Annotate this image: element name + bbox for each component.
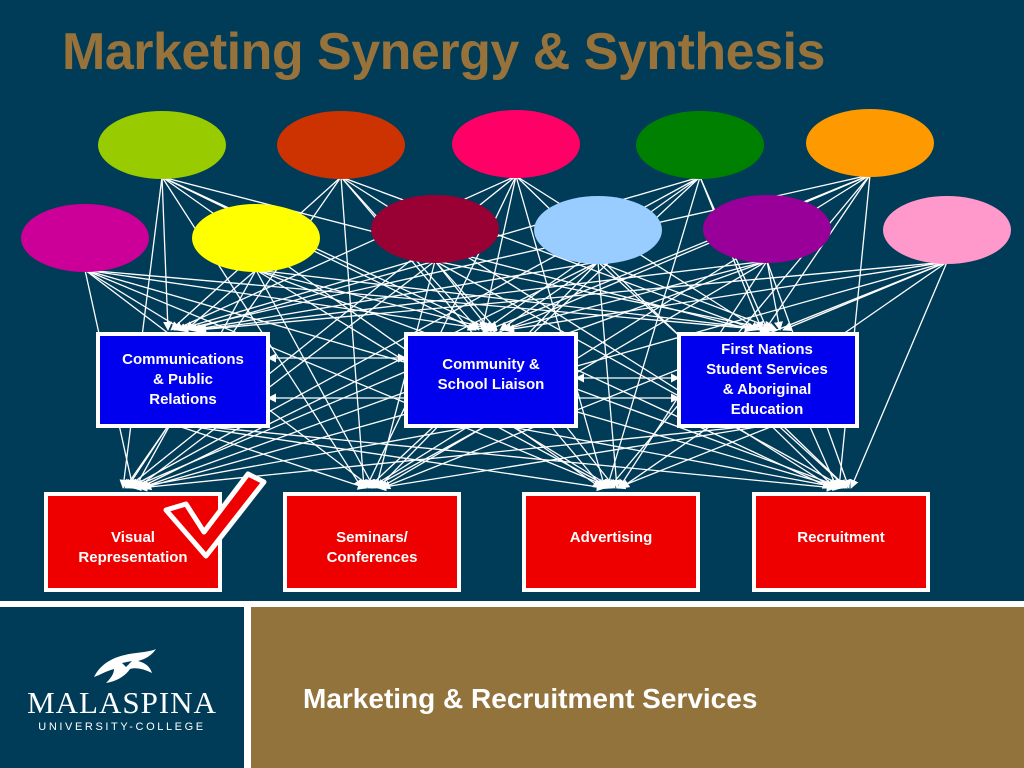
oval-3 — [452, 110, 580, 178]
footer-logo-panel: MALASPINA UNIVERSITY-COLLEGE — [0, 607, 244, 768]
oval-4 — [636, 111, 764, 179]
red-box-recruitment — [752, 492, 930, 592]
arrow-oval-9-to-red-1 — [138, 261, 599, 489]
oval-6 — [21, 204, 149, 272]
arrow-oval-10-to-blue-2 — [502, 260, 768, 333]
footer-divider — [0, 601, 1024, 607]
blue-box-community — [404, 332, 578, 428]
logo-wordmark: MALASPINA — [27, 685, 217, 720]
arrow-oval-1-to-blue-1 — [161, 176, 173, 331]
footer-band: Marketing & Recruitment Services — [251, 607, 1024, 768]
arrow-oval-5-to-red-4 — [835, 174, 871, 489]
oval-5 — [806, 109, 934, 177]
arrow-oval-10-to-blue-1 — [194, 260, 768, 334]
arrow-oval-4-to-red-3 — [604, 176, 701, 489]
red-box-seminars — [283, 492, 461, 592]
arrow-blue-3-to-red-1 — [138, 425, 754, 492]
box-seminars-conferences: Seminars/ Conferences — [326, 529, 418, 566]
arrow-oval-11-to-red-4 — [850, 261, 948, 489]
arrow-oval-8-to-blue-3 — [434, 260, 775, 333]
footer-title: Marketing & Recruitment Services — [303, 683, 758, 714]
logo-subtitle: UNIVERSITY-COLLEGE — [38, 721, 206, 733]
arrow-blue-2-to-red-4 — [505, 425, 842, 491]
arrow-blue-3-to-red-3 — [616, 425, 774, 490]
arrow-blue-1-to-red-3 — [187, 425, 606, 492]
box-communications: Communications & Public Relations — [122, 351, 244, 408]
arrow-blue-3-to-red-2 — [377, 425, 764, 492]
oval-7 — [192, 204, 320, 272]
arrow-oval-11-to-blue-1 — [197, 261, 948, 334]
oval-2 — [277, 111, 405, 179]
box-advertising: Advertising — [569, 529, 653, 546]
red-box-advertising — [522, 492, 700, 592]
arrow-oval-10-to-blue-3 — [766, 260, 783, 331]
checkmark-icon — [163, 471, 267, 559]
slide-title: Marketing Synergy & Synthesis — [62, 23, 825, 81]
arrow-oval-6-to-blue-3 — [84, 269, 769, 334]
synergy-diagram — [21, 109, 1011, 592]
arrow-blue-1-to-red-1 — [126, 425, 169, 489]
arrow-oval-9-to-blue-1 — [191, 261, 599, 334]
blue-box-communications — [96, 332, 270, 428]
arrow-blue-3-to-red-4 — [782, 425, 848, 489]
arrow-oval-8-to-blue-1 — [188, 260, 436, 333]
arrow-oval-7-to-blue-1 — [185, 269, 257, 331]
arrow-blue-1-to-red-2 — [177, 425, 367, 490]
stakeholder-ovals — [21, 109, 1011, 272]
eagle-icon — [94, 649, 156, 683]
arrow-blue-1-to-red-4 — [197, 425, 836, 492]
arrow-oval-7-to-blue-3 — [255, 269, 772, 334]
box-recruitment: Recruitment — [797, 529, 885, 546]
oval-10 — [703, 195, 831, 263]
arrow-oval-8-to-red-1 — [136, 260, 436, 489]
box-visual-representation: Visual Representation — [78, 529, 188, 566]
arrow-oval-9-to-blue-2 — [499, 261, 599, 331]
arrow-oval-6-to-blue-2 — [84, 269, 492, 334]
arrow-oval-2-to-red-2 — [340, 176, 368, 489]
box-community-school-liaison: Community & School Liaison — [437, 356, 545, 393]
unit-boxes — [44, 332, 930, 592]
oval-8 — [371, 195, 499, 263]
oval-9 — [534, 196, 662, 264]
arrow-blue-2-to-red-2 — [371, 425, 487, 489]
arrow-oval-6-to-red-3 — [84, 269, 612, 490]
arrow-oval-11-to-blue-2 — [505, 261, 948, 334]
box-first-nations: First Nations Student Services & Aborigi… — [706, 341, 828, 418]
arrow-blue-2-to-red-1 — [132, 425, 477, 492]
footer-separator — [244, 607, 251, 768]
arrow-oval-8-to-blue-2 — [434, 260, 498, 331]
arrow-blue-2-to-red-3 — [495, 425, 612, 489]
oval-1 — [98, 111, 226, 179]
arrow-oval-6-to-blue-1 — [84, 269, 184, 331]
blue-box-first-nations — [677, 332, 859, 428]
oval-11 — [883, 196, 1011, 264]
